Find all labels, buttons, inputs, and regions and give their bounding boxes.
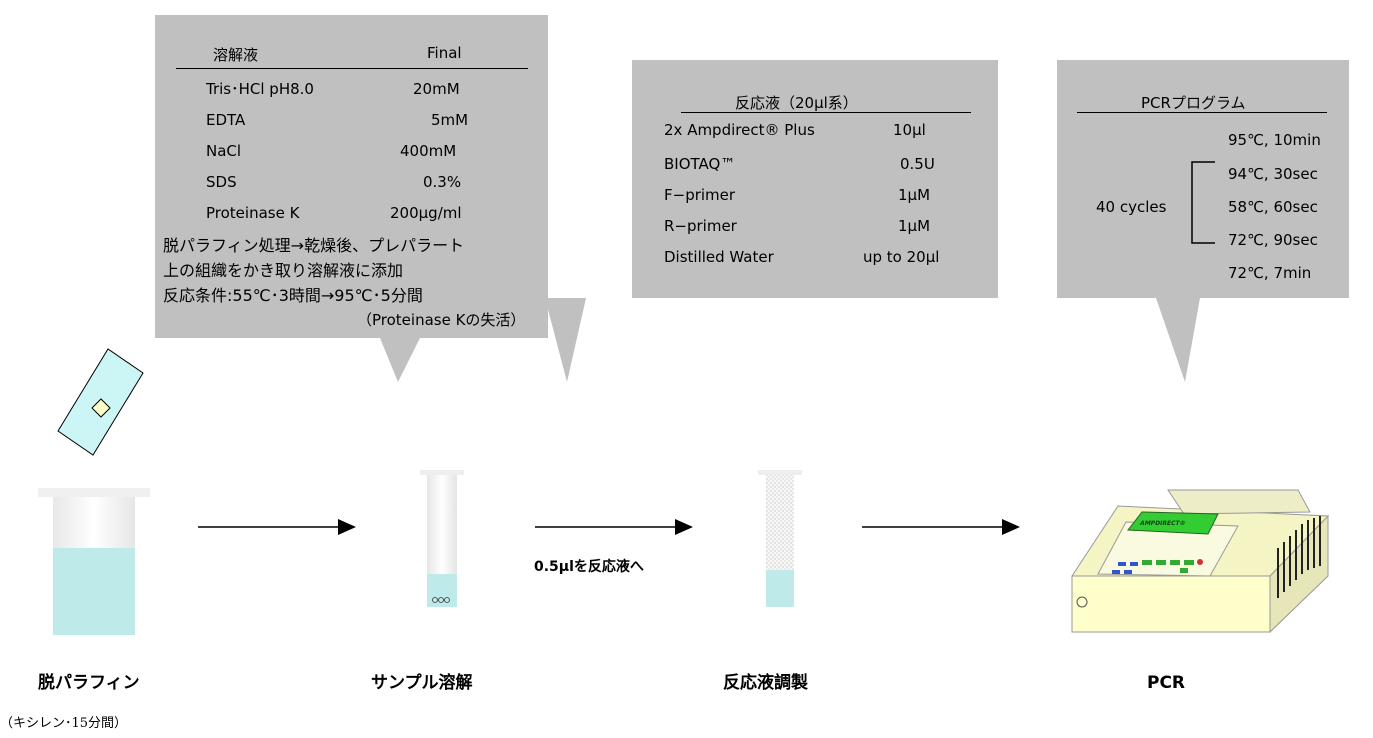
reaction-row-name: F−primer: [664, 186, 736, 204]
cycle-bracket: [1191, 161, 1215, 244]
pcr-step: 72℃, 7min: [1228, 264, 1312, 282]
flow-arrow-1: [198, 519, 356, 535]
pcr-machine-icon: [1071, 489, 1330, 634]
lysis-note-line: 反応条件:55℃･3時間→95℃･5分間: [163, 286, 423, 305]
lysis-row-name: NaCl: [206, 142, 242, 160]
lysis-tube-icon: [420, 470, 464, 607]
flow-arrow-3: [862, 519, 1020, 535]
lysis-row-name: SDS: [206, 173, 237, 191]
vent-grille: [1277, 516, 1321, 598]
flow-arrow-2: [535, 519, 693, 535]
deparaffin-tube-icon: [38, 488, 150, 635]
reaction-row-value: 0.5U: [900, 155, 935, 173]
pcr-cycles-label: 40 cycles: [1096, 198, 1167, 216]
reaction-header-rule: [681, 112, 971, 113]
lysis-row-value: 200μg/ml: [390, 204, 462, 222]
reaction-row-value: 1μM: [898, 186, 931, 204]
step-sub-deparaffin: （キシレン･15分間）: [0, 716, 128, 731]
lysis-row-value: 20mM: [413, 80, 460, 98]
transfer-label: 0.5μlを反応液へ: [534, 559, 644, 575]
reaction-row-name: BIOTAQ™: [664, 155, 736, 173]
reaction-header: 反応液（20μl系）: [735, 94, 858, 112]
lysis-note-line: 脱パラフィン処理→乾燥後、プレパラート: [163, 236, 465, 255]
step-label-prep: 反応液調製: [723, 673, 808, 693]
callout-reaction: [545, 60, 998, 382]
pcr-step: 94℃, 30sec: [1228, 165, 1318, 183]
callout-pcr: [1057, 60, 1349, 382]
reaction-tube-icon: [758, 470, 802, 607]
reaction-row-value: 10μl: [893, 121, 926, 139]
lysis-note-line: （Proteinase Kの失活）: [357, 311, 526, 329]
pcr-header-rule: [1077, 112, 1327, 113]
reaction-row-value: 1μM: [898, 217, 931, 235]
machine-screen-text: AMPDIRECT®: [1139, 520, 1187, 527]
lysis-header-name: 溶解液: [213, 46, 259, 64]
step-label-lysis: サンプル溶解: [371, 673, 473, 693]
pcr-step: 95℃, 10min: [1228, 131, 1321, 149]
step-label-deparaffin: 脱パラフィン: [38, 673, 140, 693]
slide-glass-icon: [57, 348, 144, 456]
reaction-row-value: up to 20μl: [863, 248, 940, 266]
lysis-row-value: 5mM: [431, 111, 469, 129]
lysis-row-value: 400mM: [400, 142, 457, 160]
lysis-row-name: Proteinase K: [206, 204, 300, 222]
lysis-header-rule: [176, 68, 528, 69]
reaction-row-name: Distilled Water: [664, 248, 774, 266]
reaction-row-name: 2x Ampdirect® Plus: [664, 121, 815, 139]
lysis-row-value: 0.3%: [423, 173, 462, 191]
step-label-pcr: PCR: [1147, 673, 1186, 693]
lysis-row-name: EDTA: [206, 111, 246, 129]
pcr-step: 72℃, 90sec: [1228, 231, 1318, 249]
pcr-header: PCRプログラム: [1141, 94, 1246, 112]
callout-lysis: [155, 15, 548, 382]
lysis-row-name: Tris･HCl pH8.0: [206, 80, 314, 98]
reaction-row-name: R−primer: [664, 217, 737, 235]
pcr-step: 58℃, 60sec: [1228, 198, 1318, 216]
lysis-note-line: 上の組織をかき取り溶解液に添加: [163, 261, 404, 280]
lysis-header-final: Final: [427, 44, 462, 62]
